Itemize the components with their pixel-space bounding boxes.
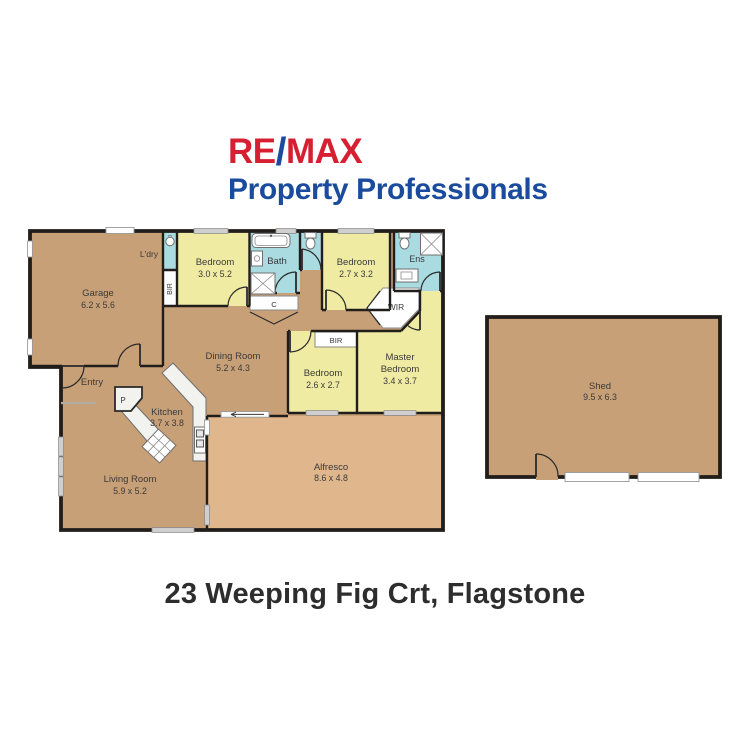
label-bath: Bath: [267, 256, 287, 267]
room-wc: [300, 231, 322, 270]
room-bedroom-2: [177, 231, 250, 306]
label-alfresco: Alfresco: [314, 462, 348, 473]
fixtures: [61, 232, 443, 405]
label-living-dims: 5.9 x 5.2: [113, 486, 147, 496]
brand-logo: RE/MAX Property Professionals: [228, 133, 548, 205]
room-alfresco: [207, 416, 443, 530]
ensuite-vanity-icon: [395, 268, 419, 283]
sink-icon: [141, 428, 177, 464]
shed-outline: [485, 315, 722, 479]
label-kitchen: Kitchen: [151, 407, 183, 418]
ensuite-shower-icon: [420, 232, 443, 256]
garage-door: [117, 343, 141, 367]
label-bedroom-3-dims: 2.7 x 3.2: [339, 269, 373, 279]
wc-door: [301, 248, 322, 271]
cupboard-doors: [249, 311, 299, 325]
windows: [27, 227, 417, 533]
label-laundry: L'dry: [140, 249, 159, 259]
window-living-bottom: [151, 527, 195, 533]
bathtub-icon: [251, 233, 291, 248]
window-living-alfresco: [204, 504, 210, 526]
bedroom-2-door: [227, 286, 248, 307]
shed-door: [535, 453, 559, 478]
remax-slash-icon: /: [275, 131, 287, 174]
label-bedroom-2: Bedroom: [196, 257, 235, 268]
label-living: Living Room: [104, 474, 157, 485]
window-living-left-2: [58, 456, 64, 477]
remax-max: MAX: [285, 132, 363, 171]
label-bir-bedroom-4: BIR: [330, 336, 343, 345]
label-garage-dims: 6.2 x 5.6: [81, 300, 115, 310]
remax-wordmark: RE/MAX: [228, 133, 548, 172]
bedroom-3-door: [325, 289, 347, 311]
label-bedroom-4-dims: 2.6 x 2.7: [306, 380, 340, 390]
kitchen-joinery: [114, 362, 207, 464]
window-garage-left-1: [27, 240, 33, 258]
label-shed-dims: 9.5 x 6.3: [583, 392, 617, 402]
ensuite-toilet-icon: [398, 232, 411, 250]
master-door: [406, 311, 421, 331]
laundry-tub-icon: [165, 235, 175, 247]
slider-dining-alfresco: [220, 411, 270, 418]
label-kitchen-dims: 3.7 x 3.8: [150, 418, 184, 428]
exterior-walls: [28, 229, 722, 532]
window-bedroom-2-top: [193, 228, 229, 234]
remax-re: RE: [228, 132, 276, 171]
label-bedroom-4: Bedroom: [304, 368, 343, 379]
ensuite-door: [420, 271, 441, 292]
bedroom-4-door: [289, 330, 312, 353]
window-living-left-3: [58, 476, 64, 497]
window-garage-left-2: [27, 338, 33, 356]
label-pantry: P: [120, 396, 125, 405]
window-master-bottom: [383, 410, 417, 416]
shed-opening-2: [637, 472, 700, 482]
label-ensuite: Ens: [409, 254, 425, 264]
wc-toilet-icon: [304, 232, 317, 250]
floor-fills: [30, 231, 720, 530]
house-outline: [28, 229, 445, 532]
label-master-dims: 3.4 x 3.7: [383, 376, 417, 386]
shed-door-gap: [536, 474, 558, 480]
bath-vanity-icon: [251, 250, 263, 267]
window-kitchen-wall: [204, 419, 210, 436]
stove-icon: [194, 426, 206, 454]
label-cupboard: C: [271, 300, 277, 309]
label-dining: Dining Room: [206, 351, 261, 362]
window-bedroom-4-bottom: [305, 410, 339, 416]
garage-vent: [105, 227, 135, 234]
label-master-2: Bedroom: [381, 364, 420, 375]
entry-door: [61, 365, 85, 389]
label-shed: Shed: [589, 381, 611, 392]
window-living-left-1: [58, 436, 64, 457]
label-wir: WIR: [388, 302, 404, 312]
room-labels: Garage 6.2 x 5.6 L'dry Bedroom 3.0 x 5.2…: [81, 249, 617, 496]
label-master-1: Master: [385, 352, 414, 363]
bath-shower-icon: [250, 272, 276, 295]
label-dining-dims: 5.2 x 4.3: [216, 363, 250, 373]
label-bedroom-3: Bedroom: [337, 257, 376, 268]
label-bedroom-2-dims: 3.0 x 5.2: [198, 269, 232, 279]
room-master-bedroom: [357, 291, 443, 413]
address-title: 23 Weeping Fig Crt, Flagstone: [164, 578, 586, 610]
pantry-box: [114, 386, 143, 412]
label-alfresco-dims: 8.6 x 4.8: [314, 473, 348, 483]
label-entry: Entry: [81, 377, 103, 388]
wir-doors: [366, 290, 381, 326]
label-bir-hall: BIR: [167, 283, 174, 295]
label-garage: Garage: [82, 288, 114, 299]
shed-opening-1: [564, 472, 630, 482]
window-bath-top: [275, 228, 297, 234]
brand-tagline: Property Professionals: [228, 173, 548, 206]
window-bedroom-3-top: [337, 228, 375, 234]
room-shed: [487, 317, 720, 477]
